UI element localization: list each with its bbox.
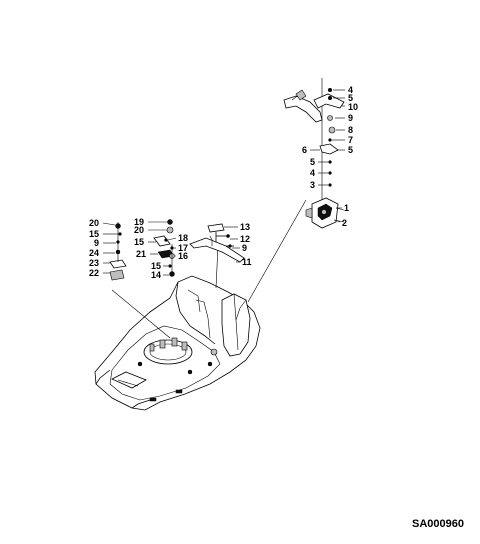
callout-18: 18 [178,233,188,243]
callout-9: 9 [94,238,99,248]
callout-23: 23 [89,258,99,268]
callout-5: 5 [348,93,353,103]
height-adjust-assembly [283,78,345,229]
callout-8: 8 [348,125,353,135]
callout-11: 11 [242,257,252,267]
callout-9: 9 [348,113,353,123]
callout-19: 19 [134,217,144,227]
callout-12: 12 [240,234,250,244]
middle-linkage-assembly [153,219,245,277]
callout-5: 5 [348,145,353,155]
callout-labels: 4 5 10 9 8 7 5 6 5 4 3 1 2 13 12 9 11 19… [89,85,358,280]
callout-6: 6 [302,145,307,155]
callout-15: 15 [89,229,99,239]
callout-14: 14 [151,270,161,280]
callout-22: 22 [89,268,99,278]
left-fastener-set [109,222,127,281]
callout-21: 21 [136,249,146,259]
callout-16: 16 [178,251,188,261]
drawing-code: SA000960 [412,518,464,530]
callout-13: 13 [240,222,250,232]
callout-7: 7 [348,135,353,145]
callout-4: 4 [348,85,353,95]
callout-leaders [102,89,345,276]
callout-4: 4 [310,168,315,178]
leader-line [111,289,171,339]
callout-1: 1 [344,203,349,213]
callout-5: 5 [310,157,315,167]
callout-9: 9 [242,243,247,253]
callout-10: 10 [348,102,358,112]
callout-20: 20 [134,225,144,235]
leader-line [247,199,307,303]
callout-15: 15 [151,261,161,271]
mower-deck [94,275,261,411]
leader-line [215,244,219,289]
callout-2: 2 [342,218,347,228]
callout-20: 20 [89,218,99,228]
callout-3: 3 [310,180,315,190]
callout-15: 15 [134,237,144,247]
callout-17: 17 [178,243,188,253]
callout-24: 24 [89,248,99,258]
